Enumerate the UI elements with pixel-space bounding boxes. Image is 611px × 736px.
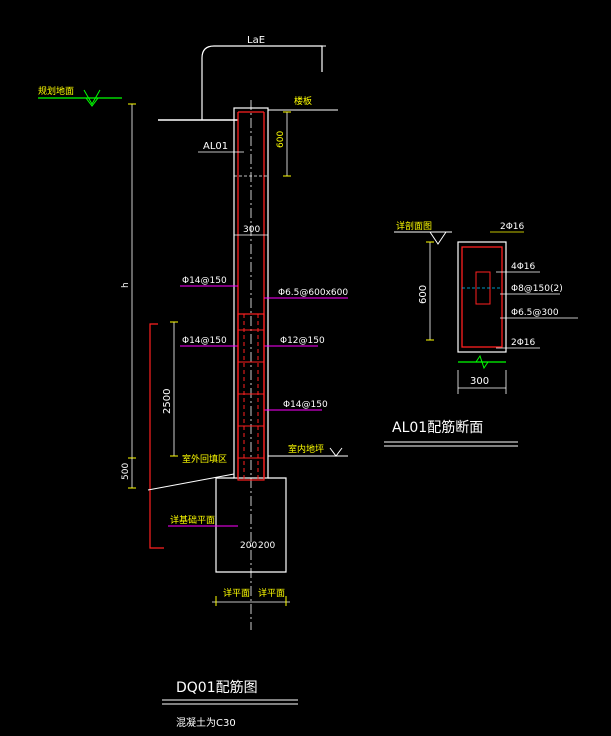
- section-grade-label: 详剖面图: [396, 220, 432, 232]
- base-label: 详基础平面: [170, 514, 215, 526]
- beam-section: 详剖面图 600 300 2Φ16 4Φ16 Φ8@150(2) Φ6.5@30…: [384, 220, 578, 447]
- section-stirrup: [461, 246, 503, 348]
- section-break-icon: [475, 354, 489, 370]
- dim-h: h: [121, 282, 131, 288]
- section-stirrup-label: Φ8@150(2): [511, 284, 563, 294]
- anchor-label: LaE: [247, 35, 265, 46]
- section-outline: [457, 241, 507, 353]
- section-title: AL01配筋断面: [392, 419, 483, 436]
- floor-marker-icon: [329, 447, 343, 457]
- rebar-phi14-150-a: Φ14@150: [182, 276, 227, 286]
- bottom-right-label: 详平面: [258, 587, 285, 599]
- rebar-phi12-150: Φ12@150: [280, 336, 325, 346]
- rebar-phi14-150-c: Φ14@150: [283, 400, 328, 410]
- dim-600: 600: [276, 131, 286, 148]
- section-width-label: 300: [470, 376, 489, 387]
- anchor-hook-line: [201, 45, 323, 120]
- rebar-phi65: Φ6.5@600x600: [278, 288, 348, 298]
- ground-slope: [147, 473, 235, 491]
- dim-200-left: 200: [240, 541, 257, 551]
- indoor-floor-label: 室内地坪: [288, 443, 324, 455]
- section-side-bar: 4Φ16: [511, 262, 536, 272]
- rebar-phi14-150-b: Φ14@150: [182, 336, 227, 346]
- dim-200-right: 200: [258, 541, 275, 551]
- dim-2500: 2500: [162, 389, 173, 414]
- section-top-bar: 2Φ16: [500, 222, 525, 232]
- footing-outline: [215, 477, 287, 573]
- main-title: DQ01配筋图: [176, 679, 258, 696]
- wall-elevation: LaE 规划地面 楼板 AL01 600 300 h: [38, 35, 348, 729]
- section-bottom-bar: 2Φ16: [511, 338, 536, 348]
- dim-300: 300: [243, 225, 260, 235]
- grade-triangle: [85, 97, 99, 107]
- cage-outline: [237, 313, 265, 481]
- lower-rebar-cage: [237, 313, 265, 481]
- grade-label: 规划地面: [38, 85, 74, 97]
- grade-marker-icon: [83, 89, 101, 106]
- section-height-label: 600: [418, 285, 429, 304]
- dim-500: 500: [121, 463, 131, 480]
- beam-label: AL01: [203, 141, 228, 152]
- bottom-left-label: 详平面: [223, 587, 250, 599]
- section-grade-icon: [429, 231, 447, 245]
- top-board-label: 楼板: [294, 95, 312, 107]
- section-tie-label: Φ6.5@300: [511, 308, 559, 318]
- indoor-fill-label: 室外回填区: [182, 453, 227, 465]
- red-bracket: [149, 323, 164, 549]
- concrete-note: 混凝土为C30: [176, 716, 236, 729]
